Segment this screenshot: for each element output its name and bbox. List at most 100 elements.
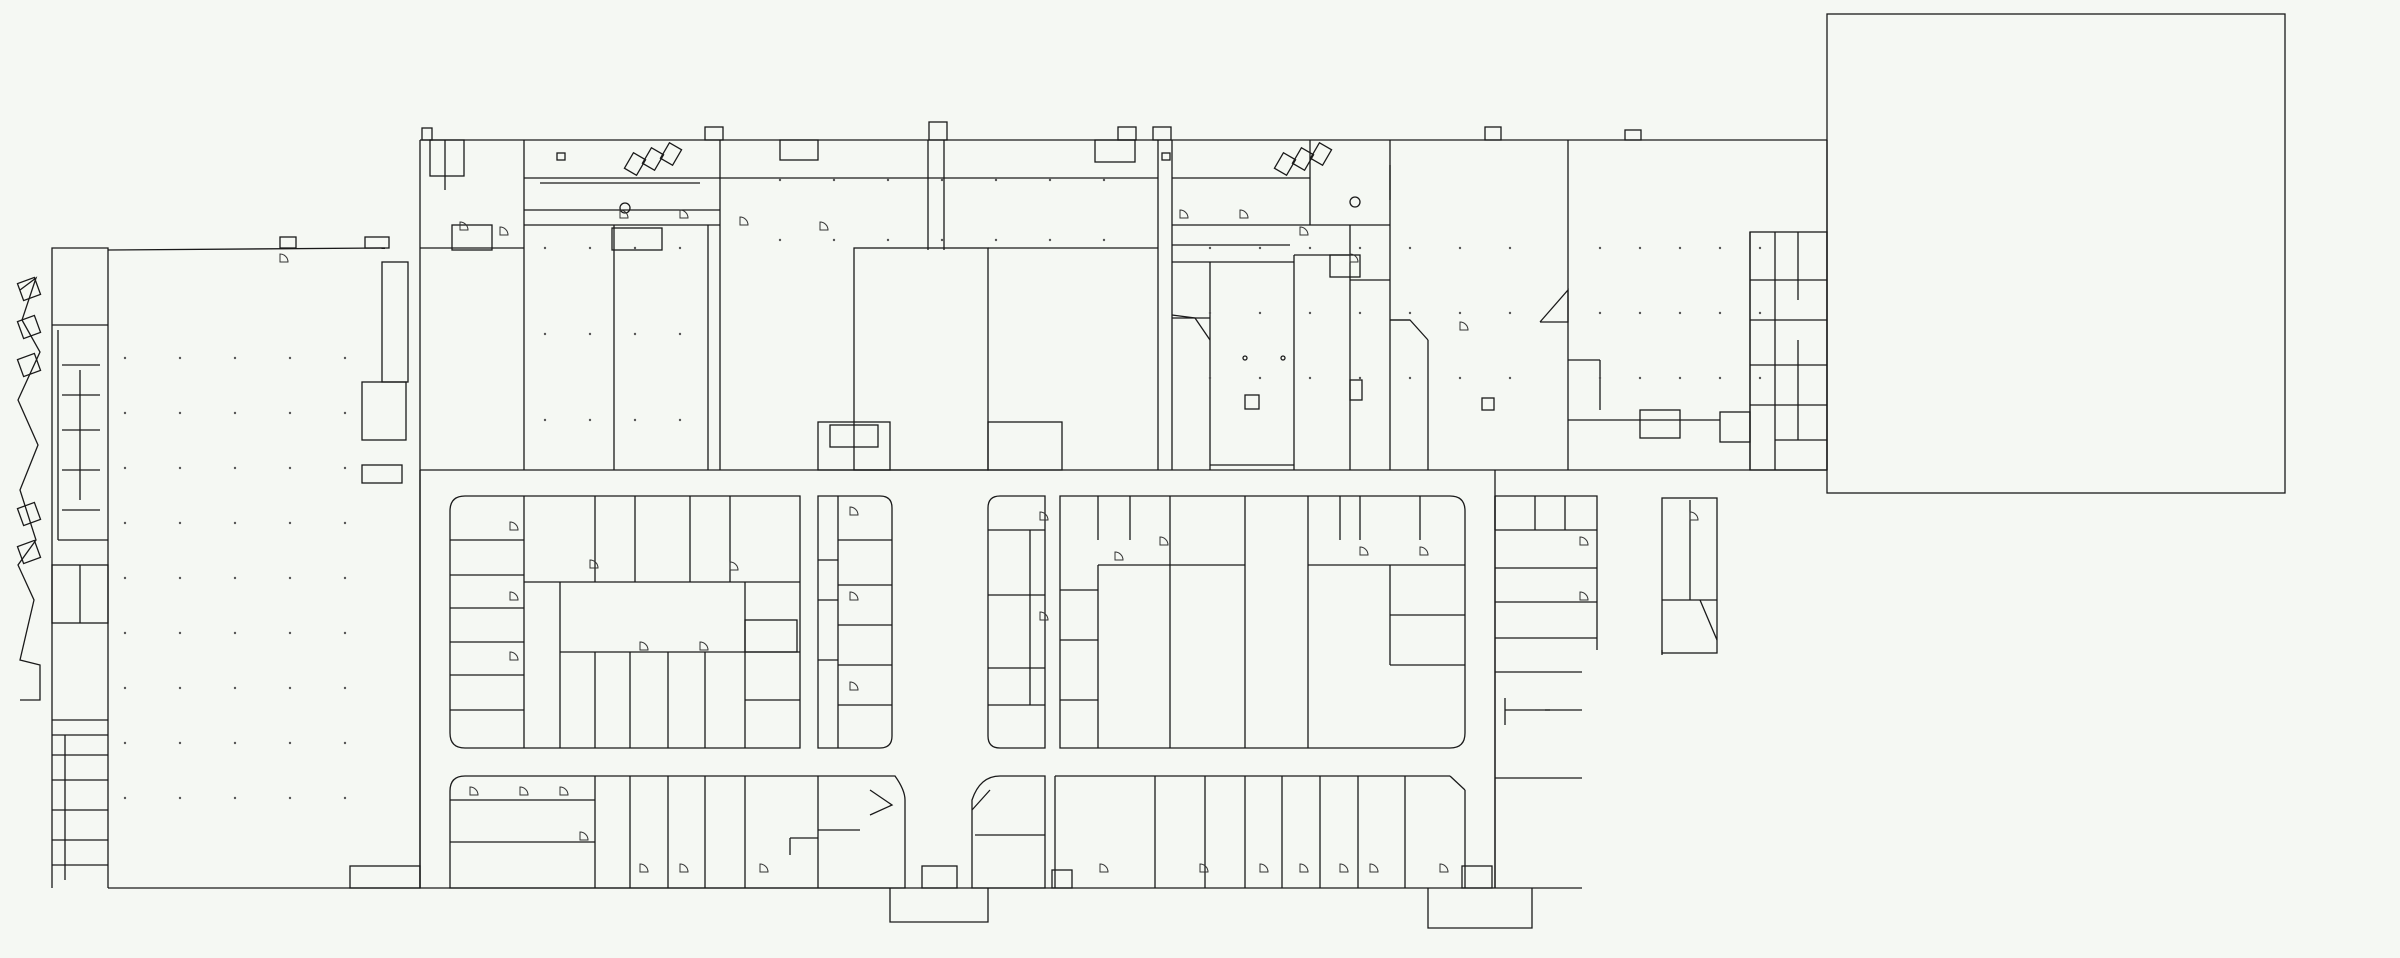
column-dot [1358,376,1362,380]
column-dot [233,411,237,415]
column-dot [233,796,237,800]
column-dot [1408,246,1412,250]
door-swing [759,863,769,873]
column-dot [1598,311,1602,315]
door-swing [849,591,859,601]
column-dot [123,631,127,635]
door-swing [1579,591,1589,601]
column-dot [343,356,347,360]
column-dot [288,356,292,360]
south-block-c [987,495,1046,749]
door-swing [459,221,469,231]
column-dot [1358,246,1362,250]
door-swing [1299,226,1309,236]
door-swing [1039,611,1049,621]
door-swing [589,559,599,569]
door-swing [499,226,509,236]
column-dot [1408,376,1412,380]
column-dot [288,631,292,635]
door-swing [639,863,649,873]
door-swing [819,221,829,231]
column-dot [1598,246,1602,250]
column-dot [832,178,836,182]
column-dot [123,741,127,745]
column-dot [288,411,292,415]
door-swing [619,209,629,219]
door-swing [509,521,519,531]
column-dot [178,356,182,360]
column-dot [343,576,347,580]
column-dot [123,796,127,800]
column-dot [1048,238,1052,242]
door-swing [579,831,589,841]
column-dot [633,418,637,422]
column-grid [123,178,1762,800]
door-swing [1159,536,1169,546]
column-dot [1208,311,1212,315]
door-swing [1259,863,1269,873]
door-swing [509,591,519,601]
column-dot [1638,376,1642,380]
door-swing [849,681,859,691]
column-dot [288,466,292,470]
door-swing [469,786,479,796]
column-dot [1508,376,1512,380]
door-swing [1299,863,1309,873]
column-dot [678,332,682,336]
column-dot [1308,311,1312,315]
door-swing [279,253,289,263]
column-dot [1048,178,1052,182]
door-swing [1689,511,1699,521]
column-dot [1208,246,1212,250]
door-swing [1114,551,1124,561]
column-dot [178,741,182,745]
west-wing [16,236,420,889]
door-swing [509,651,519,661]
door-swing [739,216,749,226]
column-dot [343,631,347,635]
column-dot [233,686,237,690]
column-dot [1758,376,1762,380]
column-dot [1638,246,1642,250]
column-dot [1102,238,1106,242]
column-dot [588,246,592,250]
south-block-d [1059,495,1466,749]
column-dot [123,686,127,690]
column-dot [178,521,182,525]
door-swing [1039,511,1049,521]
door-swing [1099,863,1109,873]
door-swing [559,786,569,796]
column-dot [1598,376,1602,380]
column-dot [123,466,127,470]
column-dot [178,631,182,635]
door-swing [1439,863,1449,873]
door-swing [1359,546,1369,556]
door-swing [1459,321,1469,331]
column-dot [1718,311,1722,315]
column-dot [832,238,836,242]
column-dot [1408,311,1412,315]
door-swing [699,641,709,651]
door-swing [1419,546,1429,556]
column-dot [1308,376,1312,380]
column-dot [233,741,237,745]
column-dot [343,411,347,415]
column-dot [123,356,127,360]
door-swing [1579,536,1589,546]
column-dot [123,411,127,415]
column-dot [288,741,292,745]
north-building [419,121,1828,888]
door-swing [519,786,529,796]
column-dot [1102,178,1106,182]
column-dot [1258,246,1262,250]
door-swing [1349,253,1359,263]
door-swings [279,209,1699,873]
column-dot [233,631,237,635]
south-block-b [817,495,893,749]
column-dot [1358,311,1362,315]
column-dot [778,178,782,182]
column-dot [886,238,890,242]
door-swing [1339,863,1349,873]
